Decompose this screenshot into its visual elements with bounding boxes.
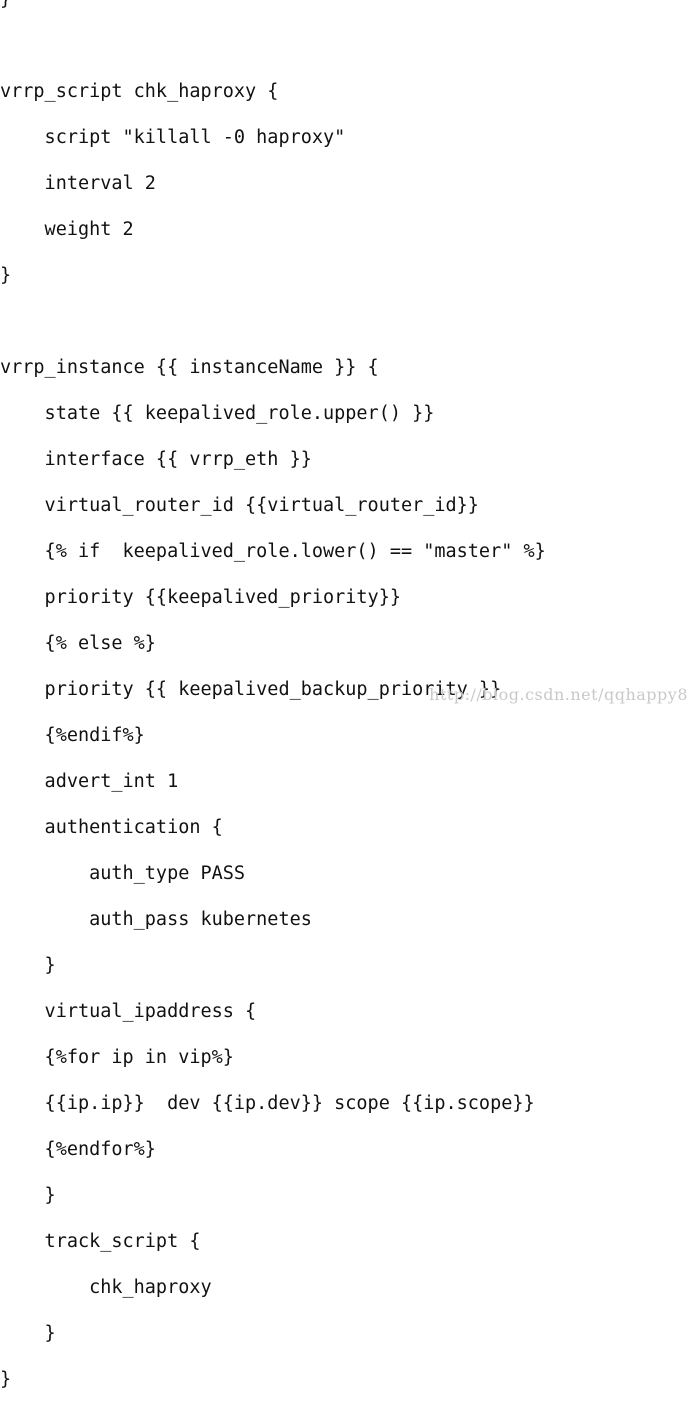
code-line: } [0, 955, 56, 976]
code-line: vrrp_script chk_haproxy { [0, 81, 279, 102]
code-line: priority {{keepalived_priority}} [0, 587, 401, 608]
code-line: virtual_router_id {{virtual_router_id}} [0, 495, 479, 516]
code-line: advert_int 1 [0, 771, 179, 792]
code-line: chk_haproxy [0, 1277, 212, 1298]
code-line: } [0, 1185, 56, 1206]
code-line: {%for ip in vip%} [0, 1047, 234, 1068]
code-block: } vrrp_script chk_haproxy { script "kill… [0, 0, 546, 1390]
watermark: http://blog.csdn.net/qqhappy8 [429, 685, 688, 704]
code-line: {{ip.ip}} dev {{ip.dev}} scope {{ip.scop… [0, 1093, 535, 1114]
code-line: {%endif%} [0, 725, 145, 746]
code-line: interface {{ vrrp_eth }} [0, 449, 312, 470]
code-line: } [0, 1323, 56, 1344]
code-line: {% else %} [0, 633, 156, 654]
code-line: vrrp_instance {{ instanceName }} { [0, 357, 379, 378]
code-line: {% if keepalived_role.lower() == "master… [0, 541, 546, 562]
code-line: } [0, 265, 12, 286]
code-line: script "killall -0 haproxy" [0, 127, 346, 148]
code-line: state {{ keepalived_role.upper() }} [0, 403, 435, 424]
code-line [0, 34, 546, 57]
code-line: auth_type PASS [0, 863, 246, 884]
code-line [0, 310, 546, 333]
code-line: priority {{ keepalived_backup_priority }… [0, 679, 502, 700]
code-line: authentication { [0, 817, 223, 838]
code-line: } [0, 1369, 12, 1390]
code-line: weight 2 [0, 219, 134, 240]
code-line: auth_pass kubernetes [0, 909, 312, 930]
code-line: } [0, 0, 546, 11]
code-line: virtual_ipaddress { [0, 1001, 257, 1022]
code-line: track_script { [0, 1231, 201, 1252]
code-line: interval 2 [0, 173, 156, 194]
code-line: {%endfor%} [0, 1139, 156, 1160]
